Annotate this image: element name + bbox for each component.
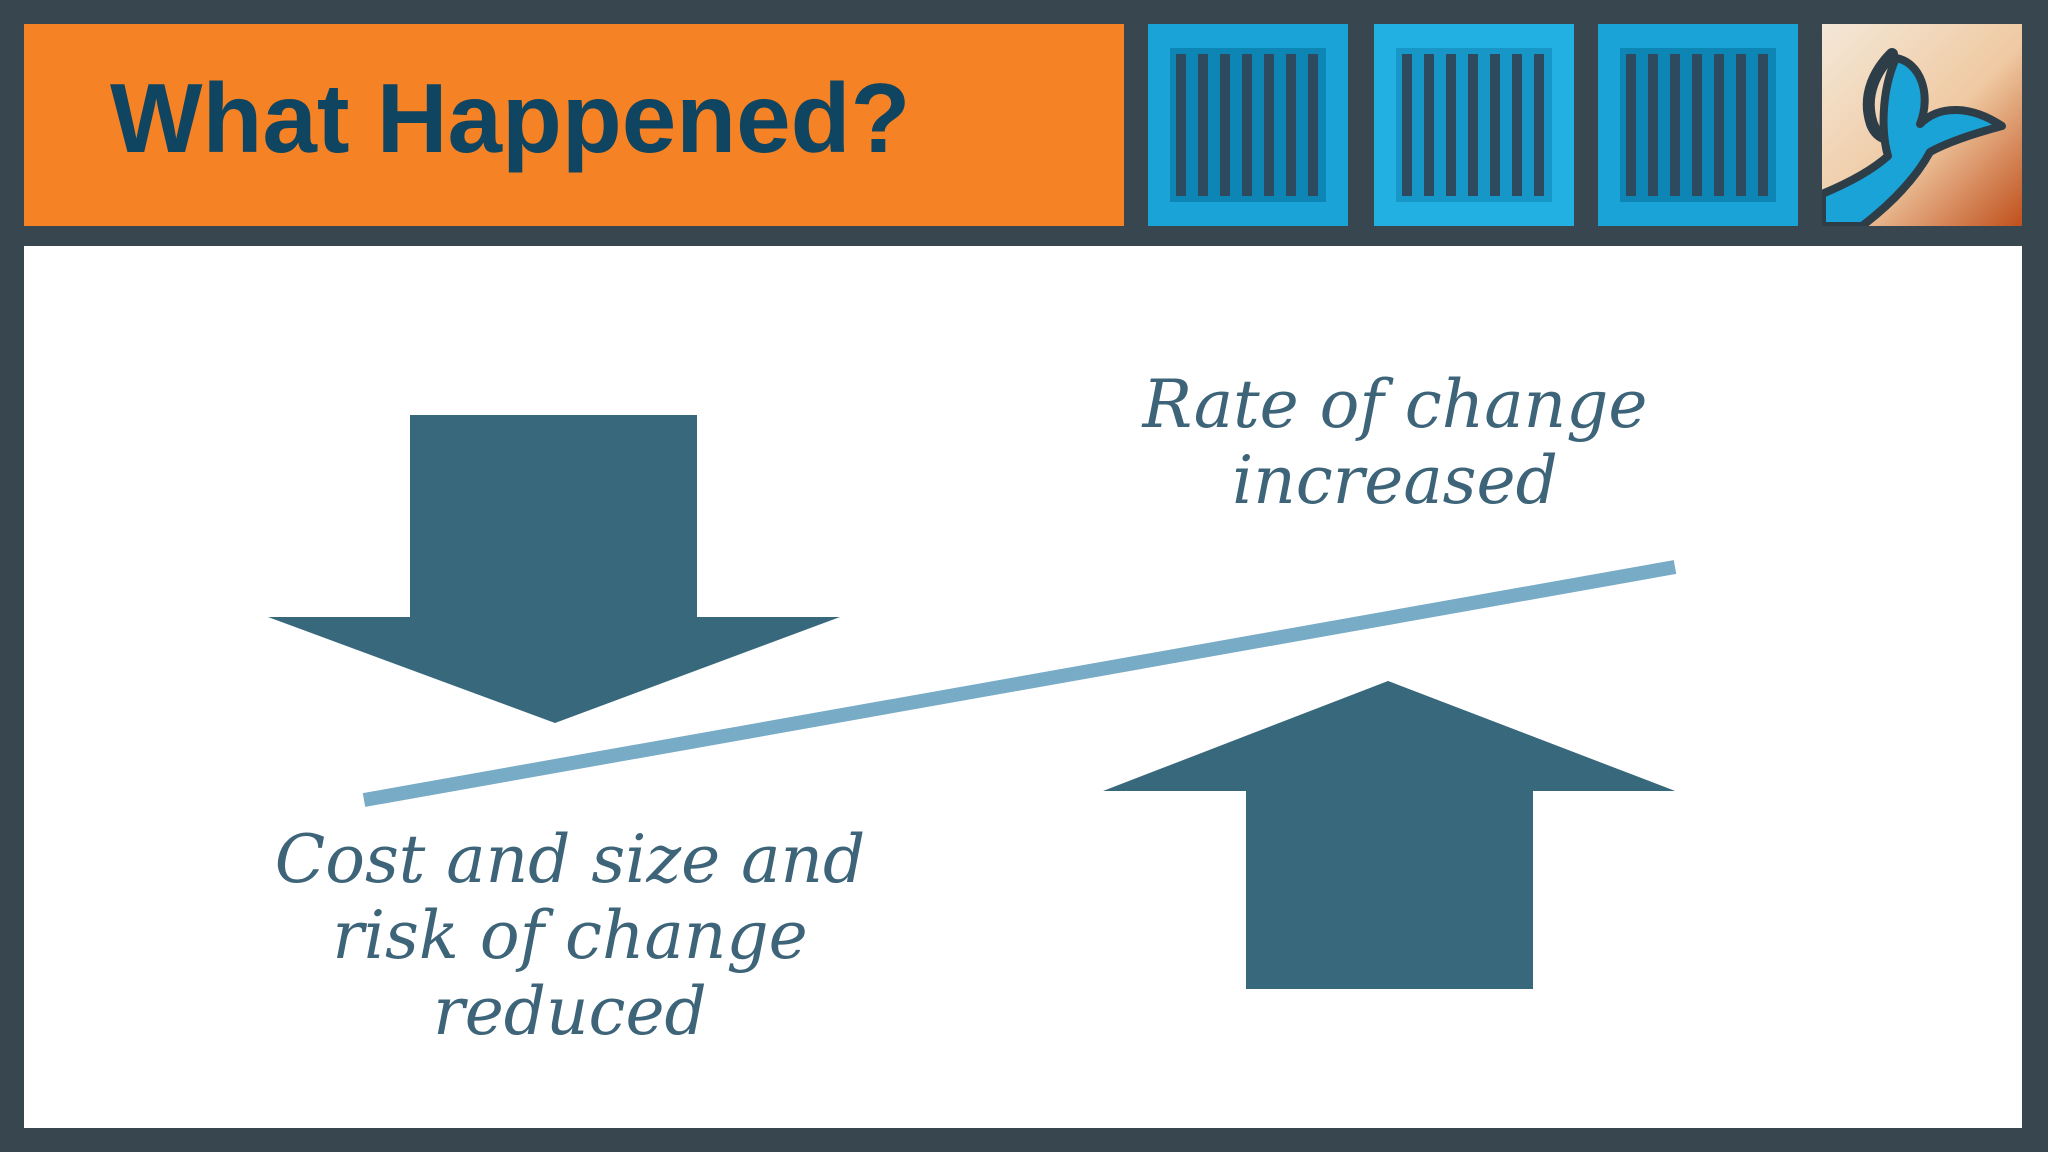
rate-caption-line-1: Rate of change	[1142, 366, 1648, 443]
up-arrow-shaft	[1246, 791, 1533, 989]
container-bars-icon	[1148, 24, 1348, 226]
down-arrow-icon	[268, 415, 840, 723]
cost-caption-line-2: risk of change	[332, 897, 808, 974]
bird-logo-icon	[1822, 24, 2022, 226]
up-arrow-head	[1103, 681, 1675, 791]
page-title: What Happened?	[110, 63, 911, 173]
container-bars-icon	[1374, 24, 1574, 226]
balance-line	[362, 560, 1677, 807]
cost-caption-line-3: reduced	[433, 973, 707, 1050]
container-bars-icon	[1598, 24, 1798, 226]
cost-caption-line-1: Cost and size and	[274, 821, 866, 898]
rate-of-change-caption: Rate of change increased	[1115, 367, 1675, 519]
rate-caption-line-2: increased	[1232, 442, 1558, 519]
title-bar: What Happened?	[24, 24, 1124, 226]
cost-size-risk-caption: Cost and size and risk of change reduced	[250, 822, 890, 1050]
